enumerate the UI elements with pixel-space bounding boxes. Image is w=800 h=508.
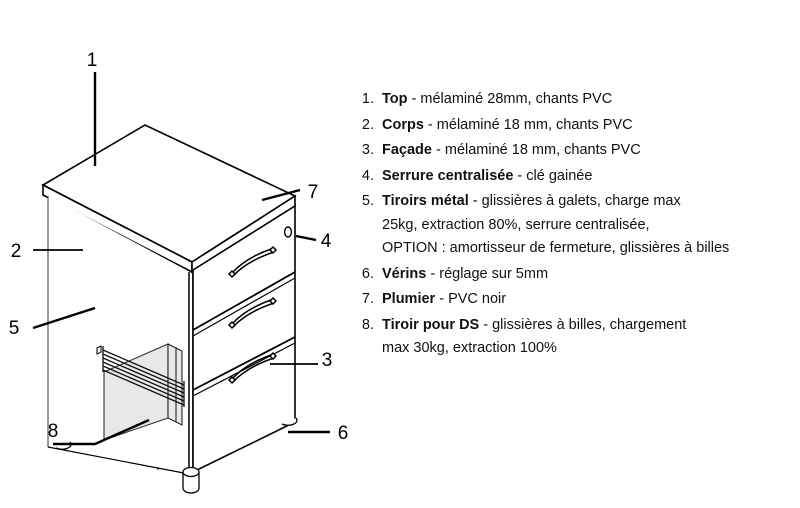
specification-list: 1. Top - mélaminé 28mm, chants PVC 2. Co… [352,88,796,363]
list-item: 3. Façade - mélaminé 18 mm, chants PVC [352,139,796,163]
drawer-divider-2-band [192,342,296,397]
callout-label-6: 6 [338,423,349,444]
spec-separator: - [479,316,493,333]
spec-term: Tiroirs métal [382,193,469,209]
handle-drawer-1[interactable] [227,245,278,279]
list-item: 6. Vérins - réglage sur 5mm [352,263,796,287]
leader-8 [53,418,150,446]
spec-separator: - [435,291,449,307]
list-item: 1. Top - mélaminé 28mm, chants PVC [352,88,796,112]
spec-term: Tiroir pour DS [382,316,480,333]
spec-body: Tiroirs métal - glissières à galets, cha… [382,190,729,261]
list-item: 5. Tiroirs métal - glissières à galets, … [352,190,796,261]
spec-number: 7. [361,291,374,307]
drawer-divider-1-band [192,277,296,337]
spec-description: glissières à billes, chargement [492,316,687,333]
carcass-bottom-left-edge [47,446,190,475]
spec-body: Plumier - PVC noir [382,288,506,312]
spec-number: 2. [361,116,374,133]
callout-label-7: 7 [308,182,319,203]
leader-5 [32,306,96,330]
spec-separator: - [426,265,440,282]
spec-number: 4. [361,167,374,184]
handle-drawer-2[interactable] [227,296,278,330]
callout-label-5: 5 [9,318,20,339]
top-panel [41,124,297,274]
spec-number: 8. [361,316,374,333]
spec-description: mélaminé 18 mm, chants PVC [444,142,641,158]
spec-body: Serrure centralisée - clé gainée [382,165,592,189]
spec-body: Tiroir pour DS - glissières à billes, ch… [382,314,686,361]
spec-term: Serrure centralisée [382,167,514,184]
callout-leaders [32,72,330,446]
callout-label-4: 4 [321,231,332,252]
drawer-divider-1 [192,271,296,331]
foot-front[interactable] [182,466,200,494]
spec-continuation-line: 25kg, extraction 80%, serrure centralisé… [382,216,650,233]
list-item: 2. Corps - mélaminé 18 mm, chants PVC [352,114,796,138]
cabinet-isometric-drawing: 1 2 3 4 5 6 7 8 [9,50,349,494]
list-item: 7. Plumier - PVC noir [352,288,796,312]
spec-continuation-line: max 30kg, extraction 100% [382,340,557,356]
spec-term: Top [382,91,408,107]
leader-4 [295,234,317,242]
callout-label-3: 3 [322,350,333,371]
spec-number: 5. [361,193,374,209]
spec-term: Façade [382,142,432,158]
central-lock-icon[interactable] [283,226,293,238]
spec-separator: - [513,167,527,184]
drawer-handles [227,245,278,385]
spec-separator: - [468,193,482,209]
spec-number: 1. [361,91,374,107]
leveling-feet [55,417,298,494]
spec-description: mélaminé 18 mm, chants PVC [436,116,633,133]
file-hanging-rails [102,346,185,407]
list-item: 4. Serrure centralisée - clé gainée [352,165,796,189]
spec-number: 6. [361,265,374,282]
spec-description: glissières à galets, charge max [481,193,681,209]
spec-description: clé gainée [526,167,593,184]
spec-description: mélaminé 28mm, chants PVC [420,91,613,107]
file-folder-stack [167,343,183,426]
spec-separator: - [423,116,437,133]
spec-separator: - [407,91,421,107]
spec-term: Plumier [382,291,436,307]
drawer-divider-2 [192,336,296,391]
spec-body: Corps - mélaminé 18 mm, chants PVC [382,114,633,138]
spec-term: Vérins [382,265,427,282]
spec-description: réglage sur 5mm [439,265,549,282]
spec-body: Top - mélaminé 28mm, chants PVC [382,88,612,112]
callout-label-2: 2 [11,241,22,262]
callout-label-8: 8 [48,421,59,442]
spec-body: Façade - mélaminé 18 mm, chants PVC [382,139,641,163]
spec-description: PVC noir [448,291,507,307]
file-rail-hook [96,345,102,355]
list-item: 8. Tiroir pour DS - glissières à billes,… [352,314,796,361]
spec-continuation-line: OPTION : amortisseur de fermeture, gliss… [382,240,730,256]
foot-right-rear[interactable] [281,417,298,426]
handle-drawer-3[interactable] [227,351,278,385]
spec-separator: - [431,142,445,158]
spec-body: Vérins - réglage sur 5mm [382,263,548,287]
spec-term: Corps [382,116,424,133]
callout-label-1: 1 [87,50,98,71]
spec-number: 3. [361,142,374,158]
suspension-file-drawer[interactable] [96,343,185,441]
leader-7 [261,188,301,202]
callout-labels: 1 2 3 4 5 6 7 8 [9,50,349,444]
